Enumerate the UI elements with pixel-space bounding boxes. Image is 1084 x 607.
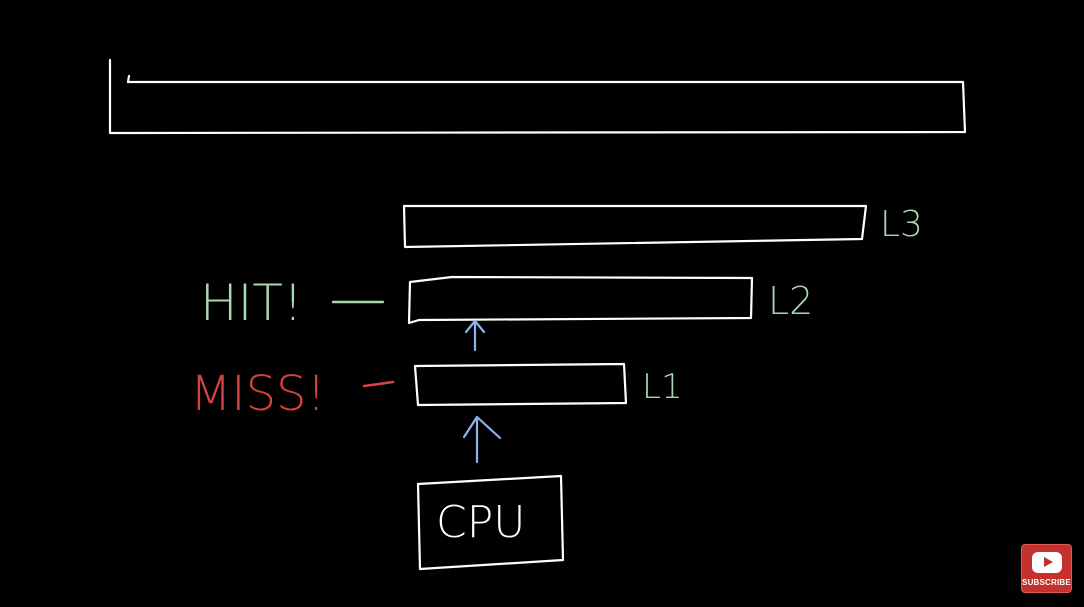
- l1-cache-box: [413, 362, 628, 407]
- subscribe-button[interactable]: SUBSCRIBE: [1021, 544, 1072, 593]
- subscribe-label: SUBSCRIBE: [1022, 578, 1071, 587]
- l3-cache-box: [402, 204, 868, 249]
- l1-label: L1: [642, 367, 683, 407]
- main-memory-box: [108, 58, 967, 135]
- l2-label: L2: [768, 279, 813, 323]
- miss-label: MISS!: [190, 366, 326, 422]
- l3-label: L3: [880, 204, 923, 245]
- cpu-box: [416, 474, 565, 571]
- cpu-label: CPU: [436, 497, 525, 548]
- youtube-play-icon: [1031, 552, 1062, 573]
- l2-cache-box: [407, 275, 754, 325]
- arrow-cpu-to-l1: [462, 415, 502, 464]
- miss-dash: [362, 380, 395, 388]
- arrow-l1-to-l2: [464, 319, 486, 352]
- hit-label: HIT!: [200, 274, 303, 332]
